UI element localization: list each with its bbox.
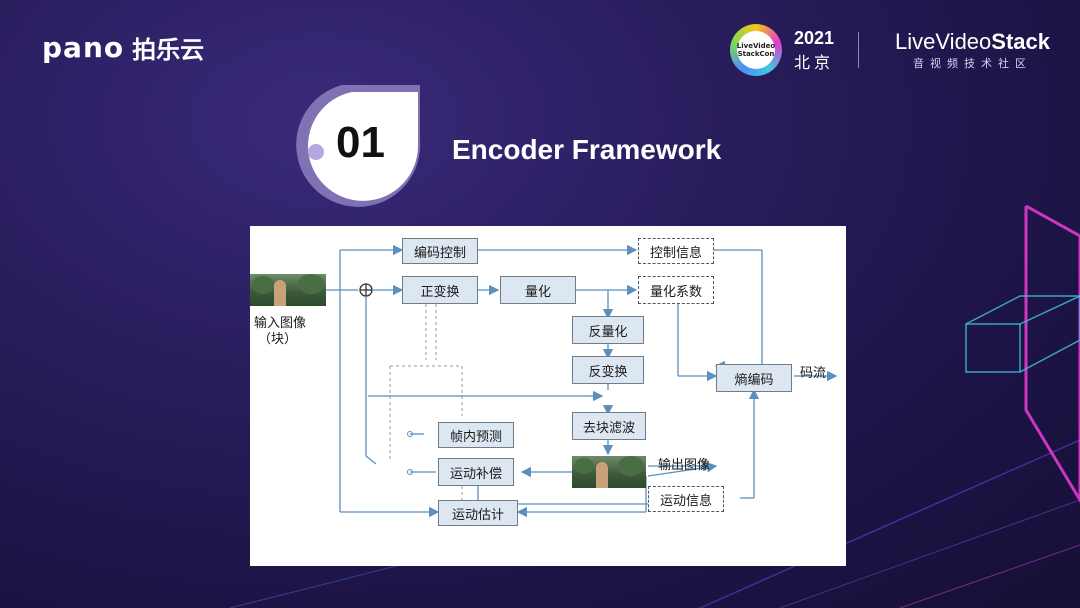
node-motion-est: 运动估计 bbox=[438, 500, 518, 526]
label-input-block: （块） bbox=[258, 332, 298, 347]
node-intra-pred: 帧内预测 bbox=[438, 422, 514, 448]
event-year: 2021 bbox=[794, 27, 835, 48]
brand-name: pano bbox=[42, 31, 125, 64]
label-bitstream: 码流 bbox=[800, 366, 827, 381]
input-image-thumbnail bbox=[250, 274, 326, 306]
community-name-b: Stack bbox=[991, 29, 1050, 54]
node-inv-transform: 反变换 bbox=[572, 356, 644, 384]
node-motion-info: 运动信息 bbox=[648, 486, 724, 512]
node-quantize: 量化 bbox=[500, 276, 576, 304]
slide-title: Encoder Framework bbox=[452, 134, 722, 165]
brand-divider bbox=[858, 32, 860, 68]
node-entropy: 熵编码 bbox=[716, 364, 792, 392]
brand-logo: pano 拍乐云 bbox=[42, 30, 204, 65]
node-encode-control: 编码控制 bbox=[402, 238, 478, 264]
event-logo-text: LiveVideo StackCon bbox=[737, 31, 775, 69]
node-transform: 正变换 bbox=[402, 276, 478, 304]
event-branding: LiveVideo StackCon 2021 北京 LiveVideoStac… bbox=[730, 24, 1050, 76]
community-subtitle: 音视频技术社区 bbox=[913, 57, 1033, 70]
output-image-thumbnail bbox=[572, 456, 646, 488]
community-name-a: LiveVideo bbox=[895, 29, 992, 54]
node-quant-coef: 量化系数 bbox=[638, 276, 714, 304]
event-logo: LiveVideo StackCon bbox=[730, 24, 782, 76]
brand-name-cn: 拍乐云 bbox=[132, 36, 205, 64]
node-deblock: 去块滤波 bbox=[572, 412, 646, 440]
section-badge bbox=[296, 85, 421, 207]
node-motion-comp: 运动补偿 bbox=[438, 458, 514, 486]
section-number: 01 bbox=[336, 118, 385, 167]
community-logo: LiveVideoStack 音视频技术社区 bbox=[895, 29, 1050, 71]
label-input-image: 输入图像 bbox=[254, 316, 307, 331]
event-city: 北京 bbox=[794, 52, 835, 72]
encoder-diagram: 输入图像 （块） 输出图像 码流 编码控制 正变换 量化 反量化 反变换 去块滤… bbox=[250, 226, 846, 566]
node-control-info: 控制信息 bbox=[638, 238, 714, 264]
label-output-image: 输出图像 bbox=[658, 458, 711, 473]
event-date: 2021 北京 bbox=[794, 28, 834, 73]
node-inv-quantize: 反量化 bbox=[572, 316, 644, 344]
